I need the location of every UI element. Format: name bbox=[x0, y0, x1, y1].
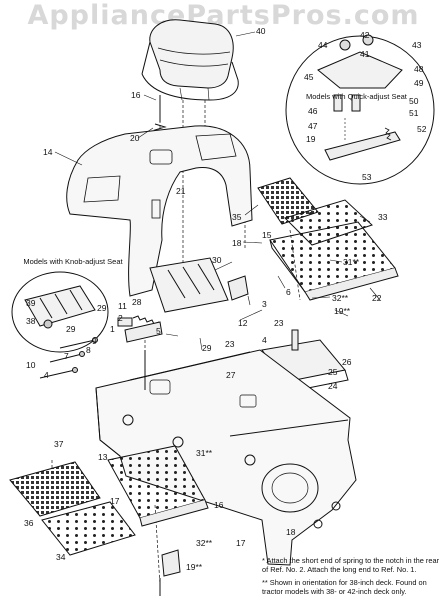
part-label-29-center: 29 bbox=[202, 343, 212, 353]
fender bbox=[66, 125, 253, 297]
part-label-4-right: 4 bbox=[262, 335, 267, 345]
knob-adjust-callout: Models with Knob-adjust Seat bbox=[23, 257, 123, 266]
part-label-20: 20 bbox=[130, 133, 140, 143]
part-label-17-left: 17 bbox=[110, 496, 120, 506]
part-label-11: 11 bbox=[118, 301, 127, 311]
watermark: AppliancePartsPros.com bbox=[27, 0, 420, 31]
footnote-double-star: ** Shown in orientation for 38-inch deck… bbox=[262, 578, 427, 596]
part-label-3: 3 bbox=[262, 299, 267, 309]
part-label-8: 8 bbox=[86, 345, 91, 355]
part-label-46: 46 bbox=[308, 106, 318, 116]
part-label-6: 6 bbox=[286, 287, 291, 297]
part-label-30: 30 bbox=[212, 255, 222, 265]
part-label-40: 40 bbox=[256, 26, 266, 36]
part-label-21: 21 bbox=[176, 186, 186, 196]
part-label-29-left: 29 bbox=[97, 303, 107, 313]
seat-bracket-30 bbox=[149, 257, 249, 313]
part-label-41: 41 bbox=[360, 49, 370, 59]
part-label-39: 39 bbox=[26, 298, 36, 308]
part-label-52: 52 bbox=[417, 124, 427, 134]
footrest-pan-22 bbox=[269, 221, 399, 301]
part-label-48: 48 bbox=[414, 64, 424, 74]
part-label-51: 51 bbox=[409, 108, 419, 118]
part-label-45: 45 bbox=[304, 72, 314, 82]
hardware-bolts-left bbox=[39, 337, 98, 379]
part-label-12: 12 bbox=[238, 318, 248, 328]
part-label-10: 10 bbox=[26, 360, 36, 370]
part-label-47: 47 bbox=[308, 121, 318, 131]
part-label-2: 2 bbox=[118, 313, 123, 323]
part-label-27: 27 bbox=[226, 370, 236, 380]
part-label-17-right: 17 bbox=[236, 538, 246, 548]
leader-lines bbox=[54, 31, 381, 351]
footrest-plate-34 bbox=[41, 501, 136, 556]
part-label-31-upper: 31** bbox=[343, 257, 360, 267]
spring-assembly bbox=[117, 315, 163, 343]
part-label-43: 43 bbox=[412, 40, 422, 50]
part-label-53: 53 bbox=[362, 172, 372, 182]
foot-grate-left bbox=[9, 461, 101, 517]
part-label-22: 22 bbox=[372, 293, 382, 303]
part-label-23-lower: 23 bbox=[225, 339, 235, 349]
part-label-31-lower: 31** bbox=[196, 448, 213, 458]
part-label-16-lower: 16 bbox=[214, 500, 224, 510]
bottom-bracket bbox=[159, 549, 181, 596]
part-label-29-knob: 29 bbox=[66, 324, 76, 334]
part-label-9: 9 bbox=[92, 336, 97, 346]
part-label-42: 42 bbox=[360, 30, 370, 40]
footrest-pan-13 bbox=[107, 445, 209, 527]
part-label-24: 24 bbox=[328, 381, 338, 391]
part-label-1: 1 bbox=[110, 324, 115, 334]
part-label-19-quick: 19 bbox=[306, 134, 316, 144]
part-label-32-upper: 32** bbox=[332, 293, 349, 303]
part-label-37: 37 bbox=[54, 439, 64, 449]
footnote-star: * Attach the short end of spring to the … bbox=[262, 556, 440, 574]
part-label-5: 5 bbox=[156, 326, 161, 336]
part-label-49: 49 bbox=[414, 78, 424, 88]
part-label-36: 36 bbox=[24, 518, 34, 528]
part-label-7: 7 bbox=[64, 351, 69, 361]
part-label-13: 13 bbox=[98, 452, 108, 462]
part-label-34: 34 bbox=[56, 552, 66, 562]
part-label-25: 25 bbox=[328, 367, 338, 377]
part-label-4-left: 4 bbox=[44, 370, 49, 380]
part-label-19-lower: 19** bbox=[186, 562, 203, 572]
part-label-16: 16 bbox=[131, 90, 141, 100]
part-label-32-lower: 32** bbox=[196, 538, 213, 548]
part-label-28: 28 bbox=[132, 297, 142, 307]
quick-adjust-detail bbox=[285, 34, 435, 185]
part-label-14: 14 bbox=[43, 147, 53, 157]
part-label-15: 15 bbox=[262, 230, 272, 240]
part-label-50: 50 bbox=[409, 96, 419, 106]
part-label-18-upper: 18 bbox=[232, 238, 242, 248]
seat bbox=[141, 19, 239, 101]
part-label-26: 26 bbox=[342, 357, 352, 367]
quick-adjust-callout: Models with Quick-adjust Seat bbox=[306, 92, 407, 101]
part-label-38: 38 bbox=[26, 316, 36, 326]
part-label-35: 35 bbox=[232, 212, 242, 222]
part-label-18-lower: 18 bbox=[286, 527, 296, 537]
part-label-33: 33 bbox=[378, 212, 388, 222]
part-label-23-upper: 23 bbox=[274, 318, 284, 328]
part-label-44: 44 bbox=[318, 40, 328, 50]
part-label-19-upper: 19** bbox=[334, 306, 351, 316]
knob-adjust-detail bbox=[11, 271, 109, 353]
